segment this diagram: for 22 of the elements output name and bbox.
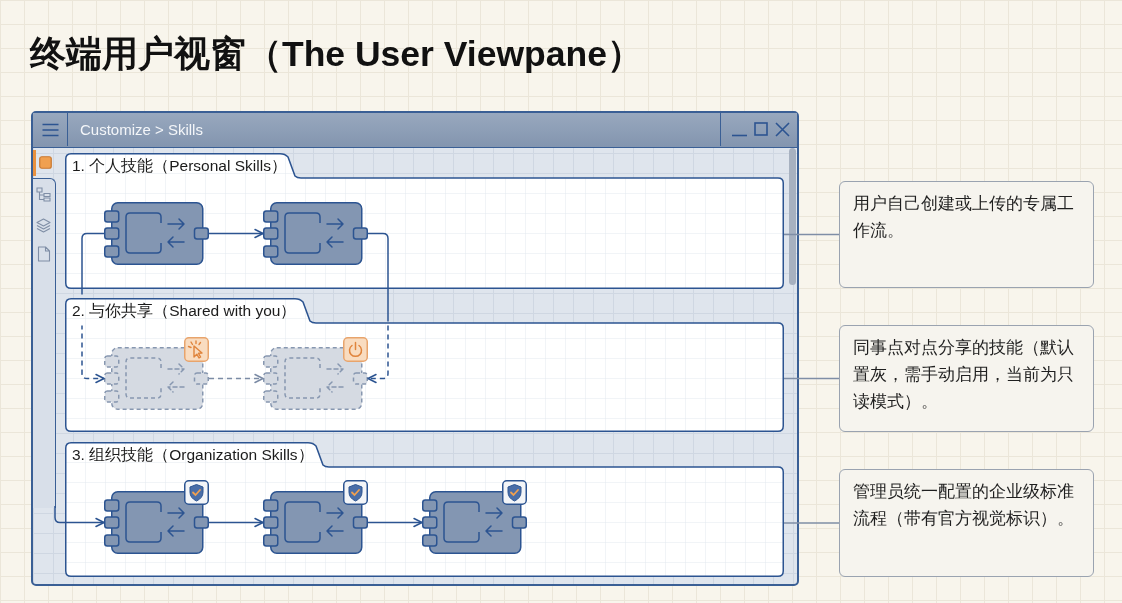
note-card: [839, 325, 1094, 432]
section-title: 3. 组织技能（Organization Skills）: [72, 446, 314, 464]
app-window: [31, 111, 799, 586]
arrow: [367, 517, 423, 528]
leader-line: [783, 377, 840, 380]
leader-line: [783, 233, 840, 236]
page-title: 终端用户视窗（The User Viewpane）: [30, 33, 643, 76]
note-text: 用户自己创建或上传的专属工作流。: [853, 193, 1075, 241]
arrow: [208, 373, 264, 384]
breadcrumb-text: Customize > Skills: [80, 120, 203, 140]
leader-line: [783, 522, 840, 524]
arrow: [54, 505, 105, 528]
note-text: 管理员统一配置的企业级标准流程（带有官方视觉标识）。: [853, 481, 1075, 529]
note-text: 同事点对点分享的技能（默认置灰，需手动启用，当前为只读模式）。: [853, 337, 1075, 412]
section-title: 1. 个人技能（Personal Skills）: [72, 157, 287, 175]
note-card: [839, 181, 1094, 288]
arrow: [81, 232, 105, 384]
section-title: 2. 与你共享（Shared with you）: [72, 302, 297, 320]
arrow: [208, 228, 264, 239]
note-card: [839, 469, 1094, 577]
arrow: [367, 232, 389, 384]
arrow: [208, 517, 264, 528]
